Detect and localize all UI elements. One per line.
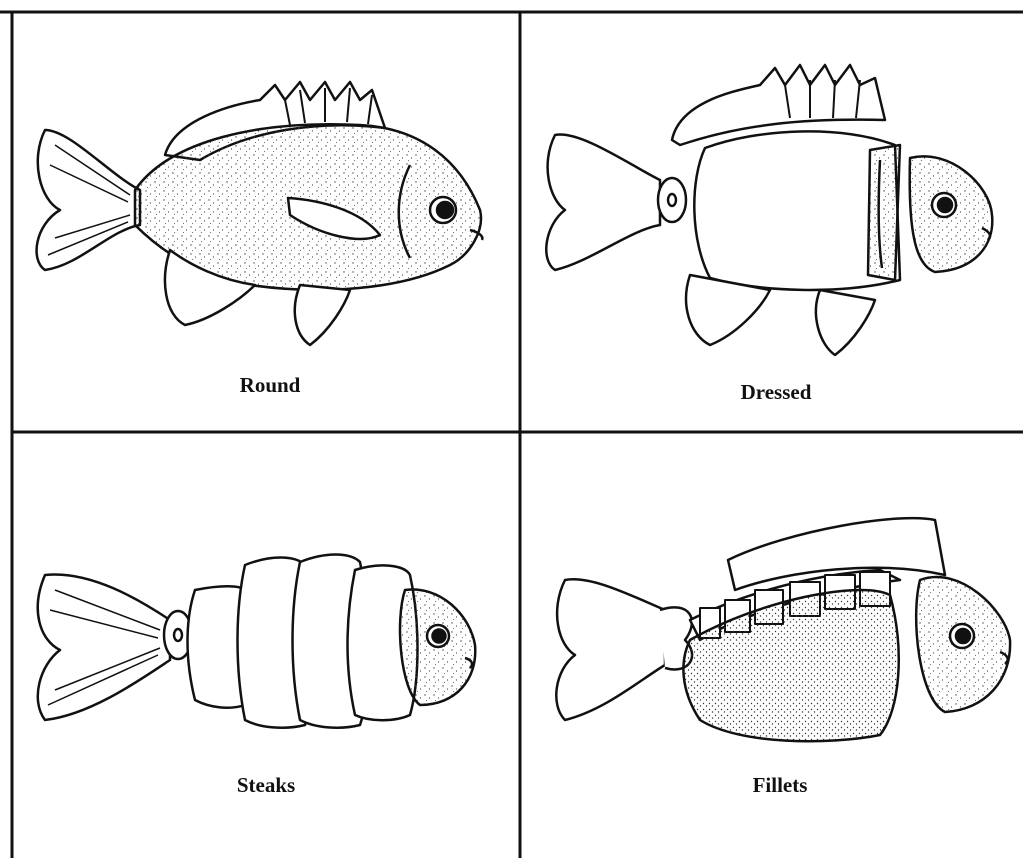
dressed-fish-illustration [546, 65, 992, 355]
panel-label-steaks: Steaks [237, 773, 295, 798]
panel-label-round: Round [240, 373, 301, 398]
panel-label-dressed: Dressed [741, 380, 812, 405]
round-fish-illustration [37, 82, 483, 345]
panel-label-fillets: Fillets [753, 773, 808, 798]
steaks-fish-illustration [38, 555, 475, 728]
fillets-fish-illustration [556, 518, 1010, 741]
